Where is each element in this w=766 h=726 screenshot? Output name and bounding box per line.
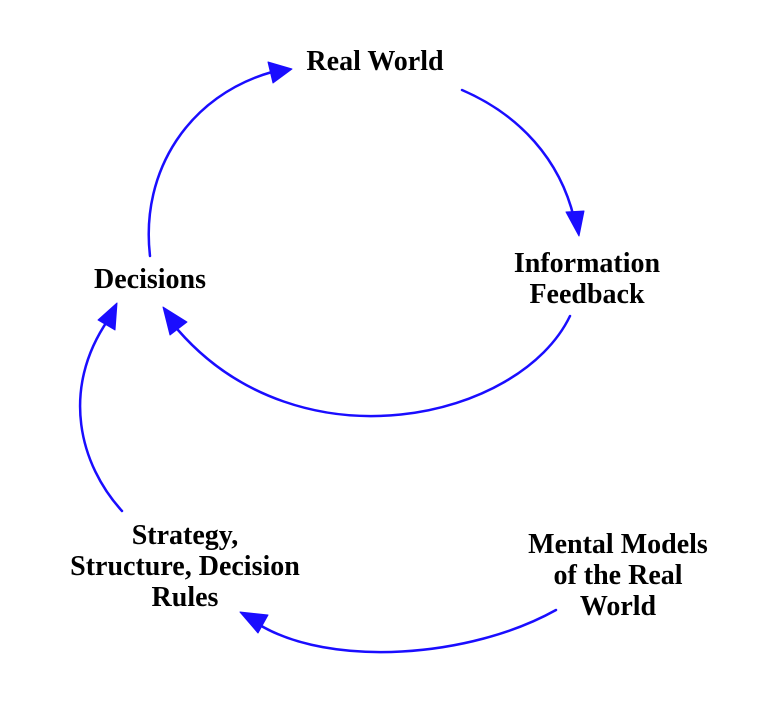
- node-mental-models-line-3: World: [579, 591, 657, 622]
- link-real-world-to-information-feedback: [460, 88, 585, 237]
- link-strategy-to-decisions: [78, 302, 124, 513]
- node-information-feedback-line-1: Information: [513, 248, 661, 279]
- node-decisions: Decisions: [94, 264, 206, 295]
- node-real-world: Real World: [306, 46, 443, 77]
- node-mental-models-line-1: Mental Models: [528, 529, 708, 560]
- node-information-feedback-line-2: Feedback: [529, 279, 645, 310]
- node-real-world-line: Real World: [306, 46, 444, 77]
- node-information-feedback: Information Feedback: [514, 248, 660, 310]
- link-decisions-to-real-world: [147, 61, 293, 258]
- node-strategy-line-3: Rules: [151, 582, 219, 613]
- node-strategy-line-1: Strategy,: [131, 520, 239, 551]
- arrowhead-icon: [565, 210, 585, 237]
- node-decisions-line: Decisions: [94, 264, 206, 295]
- link-mental-models-to-strategy: [239, 608, 558, 654]
- arrowhead-icon: [239, 611, 269, 634]
- link-line: [78, 318, 124, 513]
- link-line: [256, 608, 558, 654]
- diagram-links: [78, 61, 585, 654]
- link-line: [147, 70, 274, 258]
- link-line: [460, 88, 576, 220]
- node-mental-models-line-2: of the Real: [553, 560, 683, 591]
- node-strategy-structure-decision-rules: Strategy, Structure, Decision Rules: [70, 520, 300, 613]
- arrowhead-icon: [162, 306, 188, 336]
- arrowhead-icon: [267, 61, 293, 84]
- link-information-feedback-to-decisions: [162, 306, 572, 418]
- node-strategy-line-2: Structure, Decision: [70, 551, 300, 582]
- arrowhead-icon: [97, 302, 118, 331]
- node-mental-models: Mental Models of the Real World: [528, 529, 708, 622]
- link-line: [176, 314, 572, 418]
